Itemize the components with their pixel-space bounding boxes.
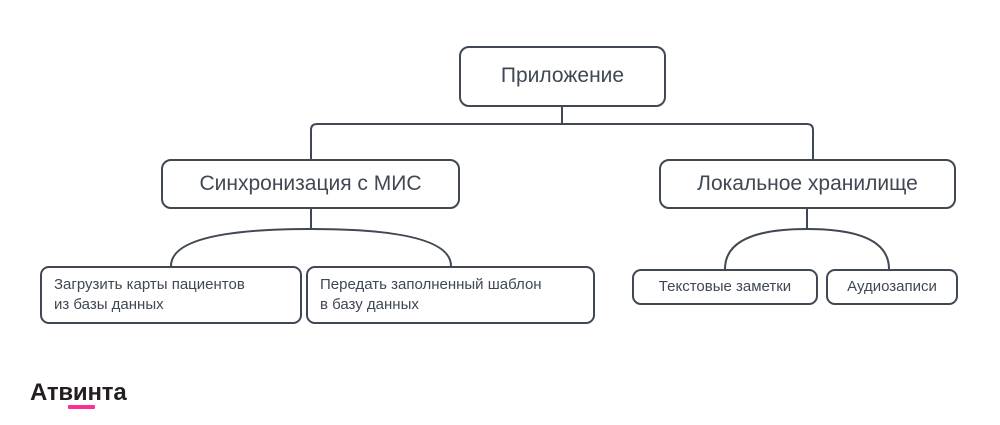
node-label: Синхронизация с МИС — [199, 171, 422, 195]
edge-sync-arc — [170, 228, 452, 267]
node-peredat-zapolnennyy-shablon[interactable]: Передать заполненный шаблон в базу данны… — [306, 266, 595, 324]
brand-accent-underline — [68, 405, 95, 409]
edge-storage-arc — [724, 228, 890, 270]
node-lokalnoe-hranilishche[interactable]: Локальное хранилище — [659, 159, 956, 209]
node-label: Текстовые заметки — [658, 277, 792, 295]
edge-app-bus — [310, 123, 814, 160]
node-label: Локальное хранилище — [697, 171, 918, 195]
node-label: Приложение — [500, 64, 625, 88]
node-audiozapisi[interactable]: Аудиозаписи — [826, 269, 958, 305]
node-prilozhenie[interactable]: Приложение — [459, 46, 666, 107]
node-label: Аудиозаписи — [847, 277, 937, 295]
brand-logo: Атвинта — [30, 379, 127, 409]
node-label: Загрузить карты пациентов из базы данных — [54, 275, 245, 313]
node-tekstovye-zametki[interactable]: Текстовые заметки — [632, 269, 818, 305]
node-label: Передать заполненный шаблон в базу данны… — [320, 275, 542, 313]
node-sinhronizaciya-s-mis[interactable]: Синхронизация с МИС — [161, 159, 460, 209]
node-zagruzit-karty-pacientov[interactable]: Загрузить карты пациентов из базы данных — [40, 266, 302, 324]
brand-logo-text: Атвинта — [30, 379, 127, 406]
